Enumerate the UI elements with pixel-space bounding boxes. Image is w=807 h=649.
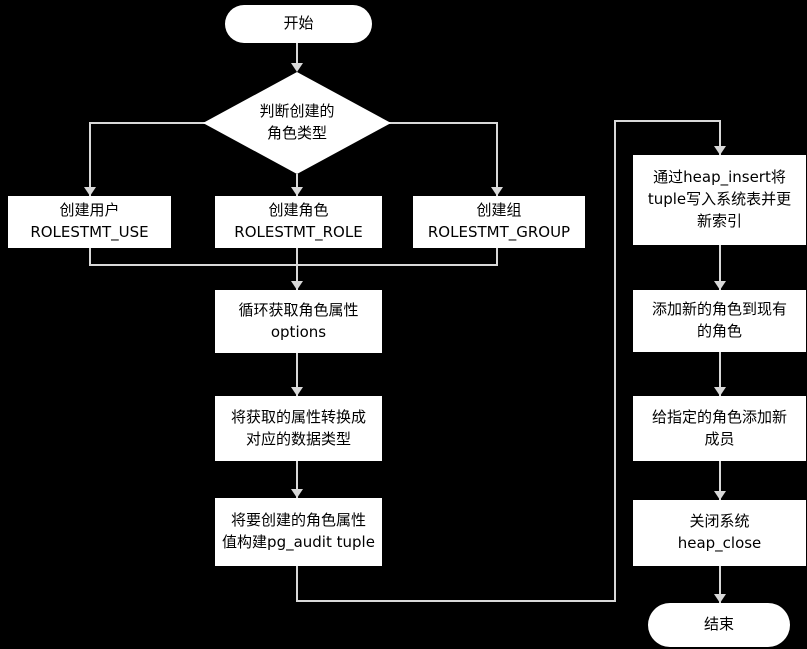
convert-attrs-node: 将获取的属性转换成 对应的数据类型 [215,396,382,461]
create-group-node: 创建组 ROLESTMT_GROUP [413,196,585,248]
arrowhead-down-icon [291,281,303,290]
connector [89,122,297,124]
arrowhead-down-icon [291,63,303,72]
connector [719,352,721,396]
connector [296,174,298,196]
connector [296,600,616,602]
connector [296,461,298,498]
connector [297,264,498,266]
connector [614,120,616,602]
start-node: 开始 [225,5,372,43]
heap-close-node: 关闭系统 heap_close [633,500,806,566]
arrowhead-down-icon [491,187,503,196]
build-tuple-node: 将要创建的角色属性 值构建pg_audit tuple [215,498,382,566]
arrowhead-down-icon [714,387,726,396]
loop-options-node: 循环获取角色属性 options [215,290,382,353]
end-node: 结束 [648,603,790,647]
arrowhead-down-icon [291,387,303,396]
arrowhead-down-icon [714,281,726,290]
arrowhead-down-icon [84,187,96,196]
connector [89,248,91,266]
connector [296,566,298,602]
connector [719,120,721,155]
connector [496,248,498,266]
connector [296,248,298,290]
connector [719,245,721,290]
connector [296,42,298,70]
create-role-node: 创建角色 ROLESTMT_ROLE [215,196,382,248]
connector [719,461,721,500]
heap-insert-node: 通过heap_insert将 tuple写入系统表并更 新索引 [633,155,806,245]
connector [719,566,721,603]
create-user-node: 创建用户 ROLESTMT_USE [8,196,171,248]
arrowhead-down-icon [291,489,303,498]
decision-node: 判断创建的 角色类型 [203,72,391,174]
arrowhead-down-icon [714,491,726,500]
add-member-node: 给指定的角色添加新 成员 [633,396,806,461]
connector [89,122,91,196]
connector [89,264,297,266]
connector [496,122,498,196]
arrowhead-down-icon [714,594,726,603]
arrowhead-down-icon [714,146,726,155]
connector [614,120,721,122]
connector [296,353,298,396]
connector [297,122,497,124]
add-role-node: 添加新的角色到现有 的角色 [633,290,806,352]
arrowhead-down-icon [291,187,303,196]
